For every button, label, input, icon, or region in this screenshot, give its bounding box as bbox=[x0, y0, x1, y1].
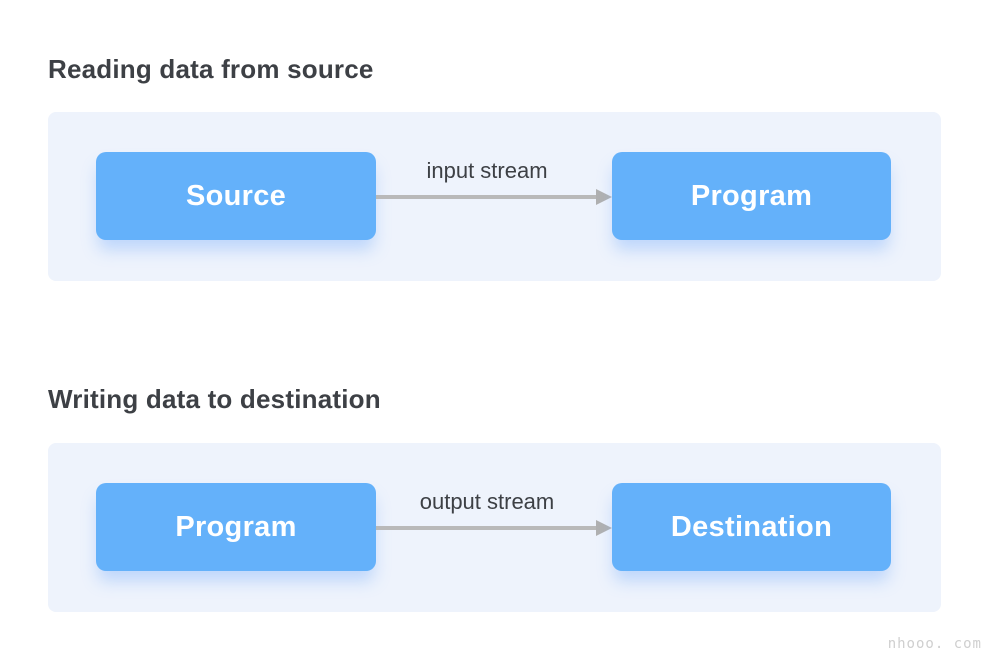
source-node: Source bbox=[96, 152, 376, 240]
reading-section-title: Reading data from source bbox=[48, 54, 374, 84]
program-node-reading: Program bbox=[612, 152, 891, 240]
output-stream-label: output stream bbox=[419, 489, 555, 514]
writing-panel: Program output stream Destination bbox=[48, 443, 941, 612]
input-stream-label: input stream bbox=[426, 158, 548, 183]
reading-panel: Source input stream Program bbox=[48, 112, 941, 281]
output-stream-arrow-line bbox=[376, 526, 596, 530]
writing-section-title: Writing data to destination bbox=[48, 384, 381, 414]
output-stream-arrowhead-icon bbox=[596, 520, 612, 536]
watermark: nhooo. com bbox=[887, 636, 982, 652]
program-node-writing: Program bbox=[96, 483, 376, 571]
input-stream-arrow-line bbox=[376, 195, 596, 199]
input-stream-arrowhead-icon bbox=[596, 189, 612, 205]
destination-node: Destination bbox=[612, 483, 891, 571]
